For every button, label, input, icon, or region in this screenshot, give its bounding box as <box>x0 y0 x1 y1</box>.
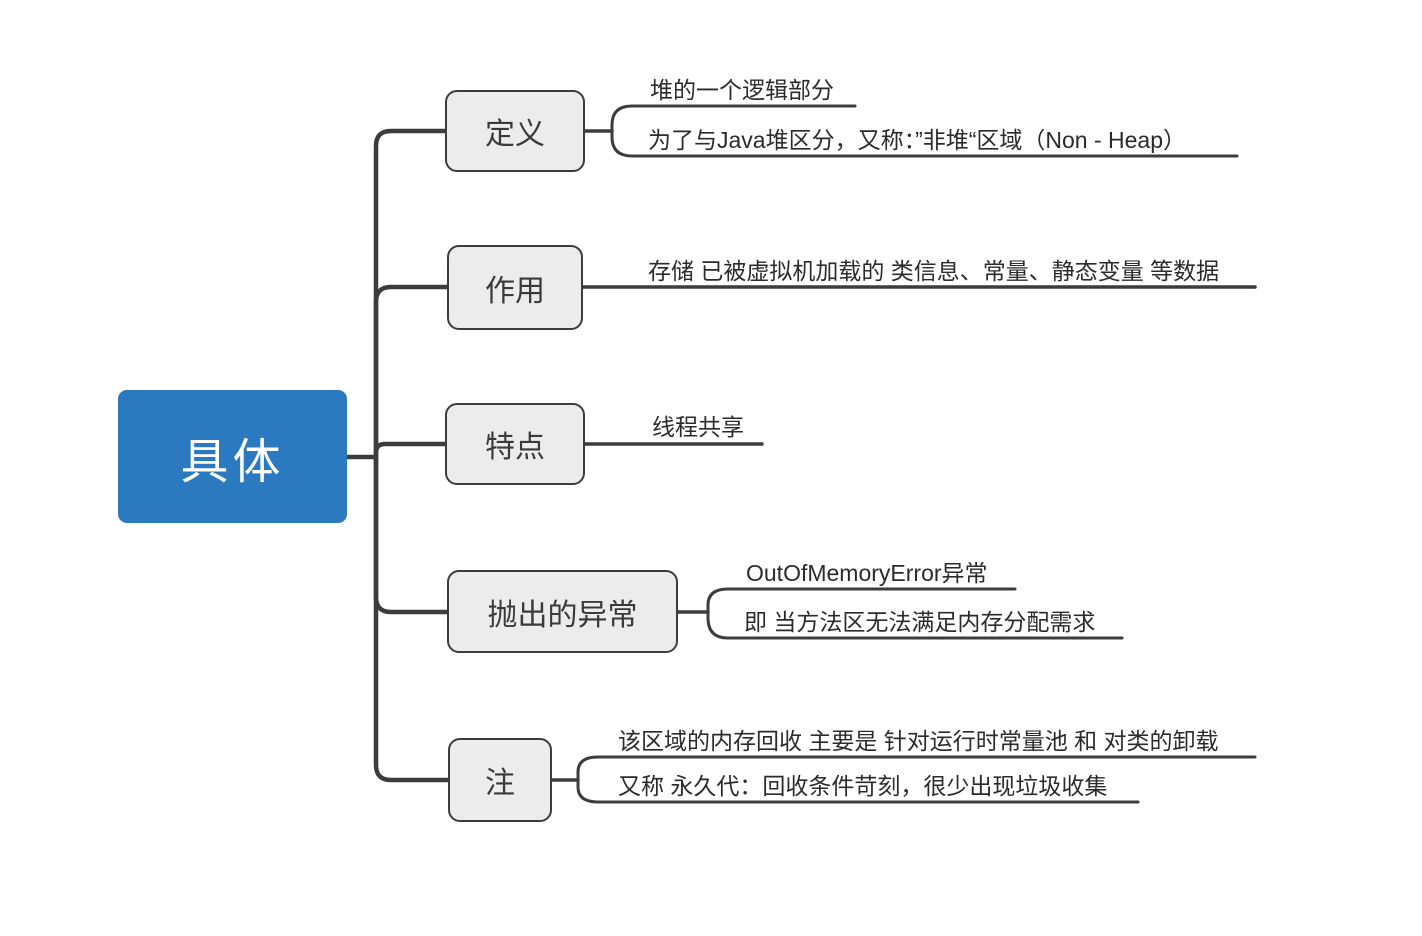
branch-label: 注 <box>485 767 515 800</box>
child-topic-definition-1[interactable]: 堆的一个逻辑部分 <box>650 77 834 103</box>
branch-node-features[interactable]: 特点 <box>445 403 585 485</box>
connector-branch-definition <box>373 128 448 460</box>
branch-label: 定义 <box>485 118 545 151</box>
connector-branch-function <box>373 284 450 460</box>
child-topic-features-1[interactable]: 线程共享 <box>652 414 744 440</box>
branch-node-exceptions[interactable]: 抛出的异常 <box>447 570 678 653</box>
child-topic-note-1[interactable]: 该区域的内存回收 主要是 针对运行时常量池 和 对类的卸载 <box>618 728 1219 754</box>
branch-node-note[interactable]: 注 <box>448 738 552 822</box>
connector-branch-note <box>373 454 451 783</box>
child-topic-exceptions-2[interactable]: 即 当方法区无法满足内存分配需求 <box>744 609 1096 635</box>
child-topic-function-1[interactable]: 存储 已被虚拟机加载的 类信息、常量、静态变量 等数据 <box>648 258 1220 284</box>
child-topic-note-2[interactable]: 又称 永久代：回收条件苛刻，很少出现垃圾收集 <box>618 773 1108 799</box>
root-node[interactable]: 具体 <box>118 390 347 523</box>
child-topic-exceptions-1[interactable]: OutOfMemoryError异常 <box>746 560 988 586</box>
child-topic-definition-2[interactable]: 为了与Java堆区分，又称：”非堆“区域（Non - Heap） <box>648 127 1187 153</box>
connector-branch-features <box>373 441 448 460</box>
branch-node-function[interactable]: 作用 <box>447 245 583 330</box>
branch-label: 特点 <box>485 431 545 464</box>
connector-branch-exceptions <box>373 454 450 615</box>
branch-node-definition[interactable]: 定义 <box>445 90 585 172</box>
branch-label: 作用 <box>485 274 545 308</box>
branch-label: 抛出的异常 <box>487 598 638 632</box>
root-node-label: 具体 <box>180 435 285 489</box>
